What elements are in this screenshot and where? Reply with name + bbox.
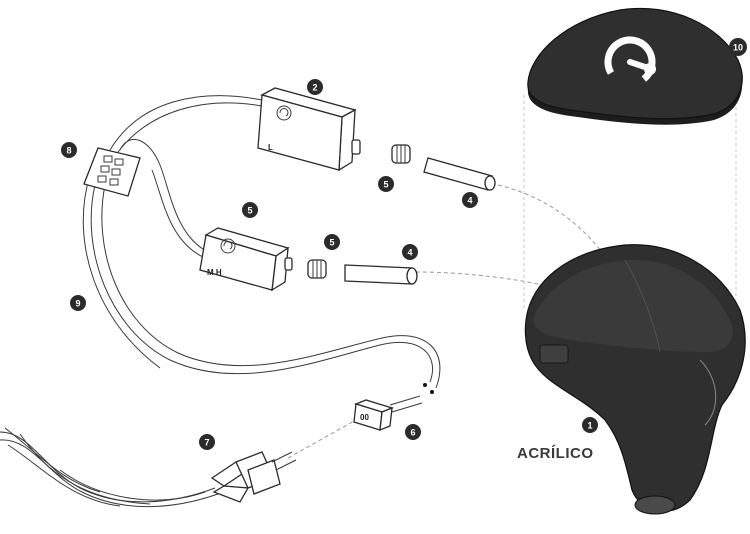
svg-text:10: 10 — [733, 43, 743, 53]
svg-text:9: 9 — [75, 299, 80, 309]
svg-text:1: 1 — [587, 421, 592, 431]
svg-text:8: 8 — [66, 146, 71, 156]
acrylic-shell — [524, 244, 746, 515]
callout-1: 1 — [582, 417, 598, 433]
driver-mh-label: M H — [207, 268, 222, 277]
callout-9: 9 — [70, 295, 86, 311]
svg-text:2: 2 — [312, 83, 317, 93]
driver-mh: M H — [199, 227, 293, 292]
callout-2: 2 — [307, 79, 323, 95]
svg-text:4: 4 — [467, 196, 472, 206]
sound-tube-upper — [423, 157, 496, 191]
svg-text:5: 5 — [329, 238, 334, 248]
callout-4-upper: 4 — [462, 192, 478, 208]
svg-text:6: 6 — [410, 428, 415, 438]
callout-10: 10 — [729, 38, 747, 56]
damper-lower — [307, 259, 327, 279]
driver-l-label: L — [268, 143, 273, 152]
callout-6: 6 — [405, 424, 421, 440]
material-label: ACRÍLICO — [517, 445, 594, 462]
crossover-board — [83, 147, 141, 197]
two-pin-plug — [210, 451, 297, 503]
svg-text:5: 5 — [247, 206, 252, 216]
braided-cable — [0, 427, 219, 508]
callout-4-lower: 4 — [402, 244, 418, 260]
callout-7: 7 — [199, 434, 215, 450]
callout-5-upper: 5 — [378, 176, 394, 192]
two-pin-socket: 00 — [353, 395, 423, 432]
svg-text:7: 7 — [204, 438, 209, 448]
callout-3: 5 — [242, 202, 258, 218]
callout-8: 8 — [61, 142, 77, 158]
driver-l: L — [257, 87, 361, 172]
svg-text:4: 4 — [407, 248, 412, 258]
svg-text:5: 5 — [383, 180, 388, 190]
faceplate — [527, 7, 743, 125]
callout-5-lower: 5 — [324, 234, 340, 250]
damper-upper — [391, 144, 411, 164]
socket-pins-label: 00 — [360, 413, 369, 422]
sound-tube-lower — [344, 264, 418, 285]
internal-wiring — [82, 95, 441, 394]
